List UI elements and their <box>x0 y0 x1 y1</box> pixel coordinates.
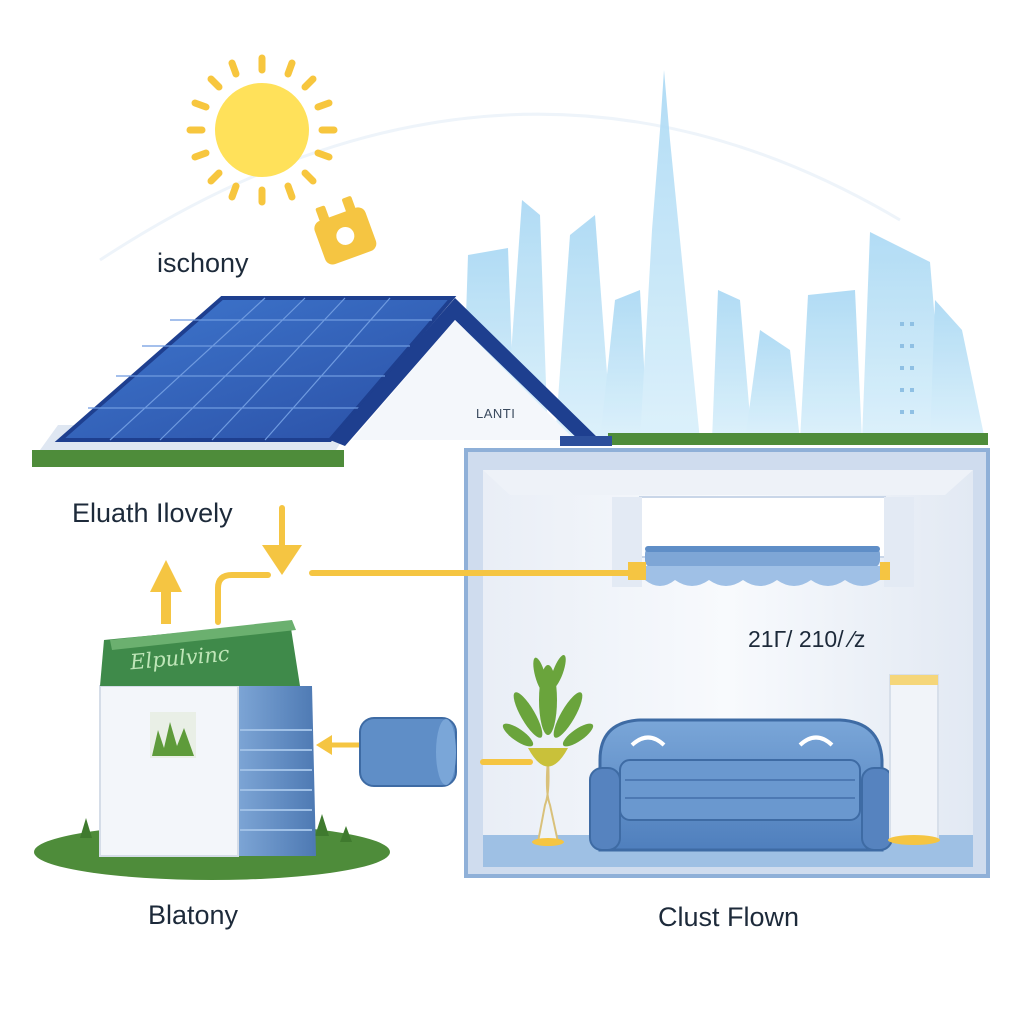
solar-panel-label: Eluath Ilovely <box>72 498 233 528</box>
air-conditioner-unit[interactable] <box>645 546 880 586</box>
ac-bracket-right <box>880 562 890 580</box>
home-label: Clust Flown <box>658 902 800 932</box>
battery-roof-top <box>110 620 296 650</box>
city-grass-strip <box>608 433 988 445</box>
potted-plant <box>502 654 594 846</box>
sky-arc <box>99 112 901 262</box>
solar-panel[interactable] <box>54 296 457 442</box>
roof-grass-strip <box>32 450 344 467</box>
arrow-down-icon <box>262 545 302 575</box>
sun-icon <box>186 54 338 206</box>
roof-ledge <box>560 436 612 446</box>
arrow-left-icon <box>316 735 360 755</box>
energy-flow-lines <box>215 505 643 765</box>
roof-gable <box>330 298 600 446</box>
room-readout: 21Г/ 210/ ⁄z <box>748 626 866 652</box>
roof-gable-inner <box>352 320 575 440</box>
plug-icon <box>314 196 377 265</box>
room-ceiling <box>483 470 973 495</box>
battery-cooling-fins <box>240 729 312 831</box>
sofa <box>589 718 893 852</box>
skyline-windows <box>900 322 914 414</box>
floor-lamp <box>888 674 940 845</box>
solar-panel-grid <box>88 297 432 441</box>
heat-pump-end <box>436 719 456 785</box>
house-tag: LANTI <box>476 406 516 421</box>
battery-cabinet-front[interactable] <box>99 685 239 857</box>
battery-window-plant <box>152 722 194 756</box>
battery-label: Blatony <box>148 900 239 930</box>
sun-label: ischony <box>157 248 249 278</box>
arrow-up-icon <box>150 560 182 624</box>
city-skyline <box>462 70 985 440</box>
